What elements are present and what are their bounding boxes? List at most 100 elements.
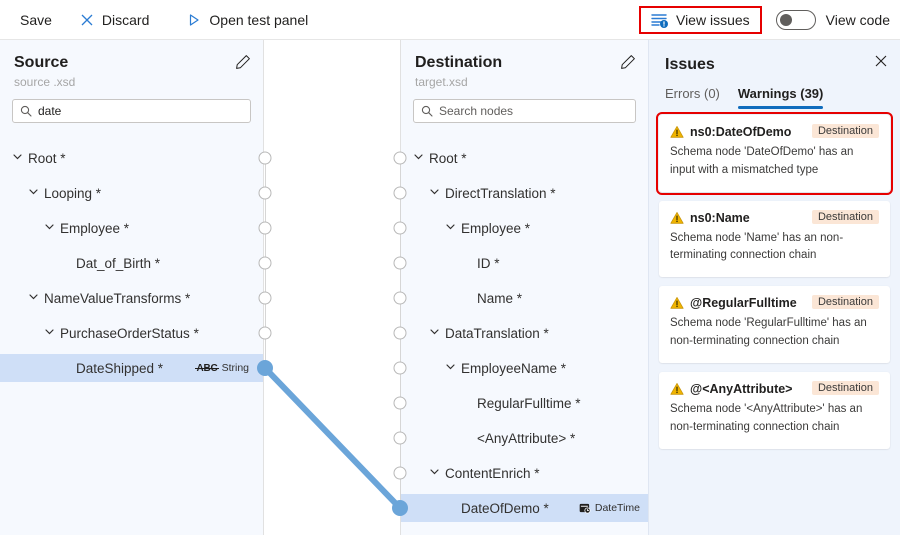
view-issues-highlight-box: View issues [638, 5, 762, 34]
connection-handle[interactable] [393, 326, 407, 340]
source-search-box[interactable] [12, 99, 251, 123]
chevron-down-icon[interactable] [28, 291, 42, 305]
destination-search-box[interactable] [413, 99, 636, 123]
tree-node-row[interactable]: Root * [0, 144, 263, 172]
warning-icon [670, 211, 684, 225]
tree-node-row[interactable]: Employee * [0, 214, 263, 242]
connection-handle[interactable] [258, 221, 272, 235]
issue-card-header: @<AnyAttribute> Destination [670, 380, 879, 396]
open-test-panel-label: Open test panel [209, 11, 309, 28]
tree-node-label: ID * [477, 255, 500, 271]
connection-handle[interactable] [393, 396, 407, 410]
tree-node-label: Employee * [60, 220, 130, 236]
issues-panel-header: Issues [649, 40, 900, 74]
warning-icon [670, 125, 684, 139]
tree-node-label: DirectTranslation * [445, 185, 556, 201]
view-issues-button[interactable]: View issues [645, 10, 756, 30]
tree-node-row[interactable]: ContentEnrich * [401, 459, 648, 487]
connection-handle[interactable] [258, 151, 272, 165]
tree-node-row[interactable]: PurchaseOrderStatus * [0, 319, 263, 347]
tree-node-label: RegularFulltime * [477, 395, 581, 411]
connection-handle[interactable] [393, 466, 407, 480]
source-title: Source [14, 54, 69, 71]
tree-node-row[interactable]: Employee * [401, 214, 648, 242]
chevron-down-icon[interactable] [44, 221, 58, 235]
close-icon[interactable] [874, 54, 888, 73]
source-search-input[interactable] [38, 104, 243, 118]
tree-node-label: Employee * [461, 220, 531, 236]
issues-tabs: Errors (0) Warnings (39) [649, 74, 900, 109]
tree-node-label: Name * [477, 290, 523, 306]
chevron-down-icon[interactable] [44, 326, 58, 340]
tree-node-row[interactable]: Dat_of_Birth * [0, 249, 263, 277]
source-panel-header: Source source .xsd [0, 40, 263, 89]
tree-node-label: PurchaseOrderStatus * [60, 325, 199, 341]
open-test-panel-button[interactable]: Open test panel [177, 5, 318, 35]
tree-node-row[interactable]: DirectTranslation * [401, 179, 648, 207]
issue-node-name: ns0:Name [690, 210, 750, 225]
chevron-down-icon[interactable] [429, 466, 443, 480]
chevron-down-icon[interactable] [429, 186, 443, 200]
connection-handle[interactable] [393, 256, 407, 270]
chevron-down-icon[interactable] [429, 326, 443, 340]
connection-handle[interactable] [393, 221, 407, 235]
connection-handle[interactable] [258, 326, 272, 340]
destination-schema-panel: Destination target.xsd Root *DirectTrans… [400, 40, 648, 535]
discard-button[interactable]: Discard [70, 5, 159, 35]
issue-node-name: ns0:DateOfDemo [690, 125, 792, 139]
issues-title: Issues [665, 56, 715, 73]
tree-node-row[interactable]: Root * [401, 144, 648, 172]
tree-node-row[interactable]: EmployeeName * [401, 354, 648, 382]
mapping-canvas[interactable]: Source source .xsd Root * Looping * Employ… [0, 40, 648, 535]
connection-handle[interactable] [258, 186, 272, 200]
pencil-icon[interactable] [235, 54, 251, 75]
source-subtitle: source .xsd [14, 75, 76, 89]
connection-handle[interactable] [393, 151, 407, 165]
chevron-down-icon[interactable] [12, 151, 26, 165]
connection-handle[interactable] [257, 360, 273, 376]
tree-node-row[interactable]: DateOfDemo *DateTime [401, 494, 648, 522]
tree-node-row[interactable]: DataTranslation * [401, 319, 648, 347]
connection-handle[interactable] [392, 500, 408, 516]
tree-node-label: DateShipped * [76, 360, 164, 376]
chevron-down-icon[interactable] [28, 186, 42, 200]
tree-node-row[interactable]: NameValueTransforms * [0, 284, 263, 312]
issues-panel: Issues Errors (0) Warnings (39) ns0:DateO… [648, 40, 900, 535]
issues-tab[interactable]: Errors (0) [665, 86, 720, 101]
save-button[interactable]: Save [10, 5, 62, 35]
search-icon [421, 105, 433, 117]
tree-node-label: Dat_of_Birth * [76, 255, 161, 271]
destination-title: Destination [415, 54, 503, 71]
tree-node-row[interactable]: Looping * [0, 179, 263, 207]
node-type-label: DateTime [594, 502, 640, 514]
issue-node-name: @<AnyAttribute> [690, 381, 793, 396]
connection-handle[interactable] [393, 361, 407, 375]
connection-handle[interactable] [393, 186, 407, 200]
tree-node-row[interactable]: ID * [401, 249, 648, 277]
tree-node-row[interactable]: RegularFulltime * [401, 389, 648, 417]
issue-description: Schema node '<AnyAttribute>' has an non-… [670, 402, 863, 433]
connection-handle[interactable] [258, 256, 272, 270]
chevron-down-icon[interactable] [445, 361, 459, 375]
issue-scope-badge: Destination [811, 380, 879, 395]
tree-node-row[interactable]: Name * [401, 284, 648, 312]
view-code-toggle[interactable] [775, 9, 816, 30]
play-icon [187, 13, 201, 27]
chevron-down-icon[interactable] [445, 221, 459, 235]
tree-node-row[interactable]: <AnyAttribute> * [401, 424, 648, 452]
connection-handle[interactable] [393, 431, 407, 445]
chevron-down-icon[interactable] [413, 151, 427, 165]
connection-handle[interactable] [258, 291, 272, 305]
pencil-icon[interactable] [620, 54, 636, 75]
destination-search-input[interactable] [439, 104, 628, 118]
issue-scope-badge: Destination [811, 124, 879, 138]
connection-handle[interactable] [393, 291, 407, 305]
issues-tab[interactable]: Warnings (39) [737, 86, 824, 109]
